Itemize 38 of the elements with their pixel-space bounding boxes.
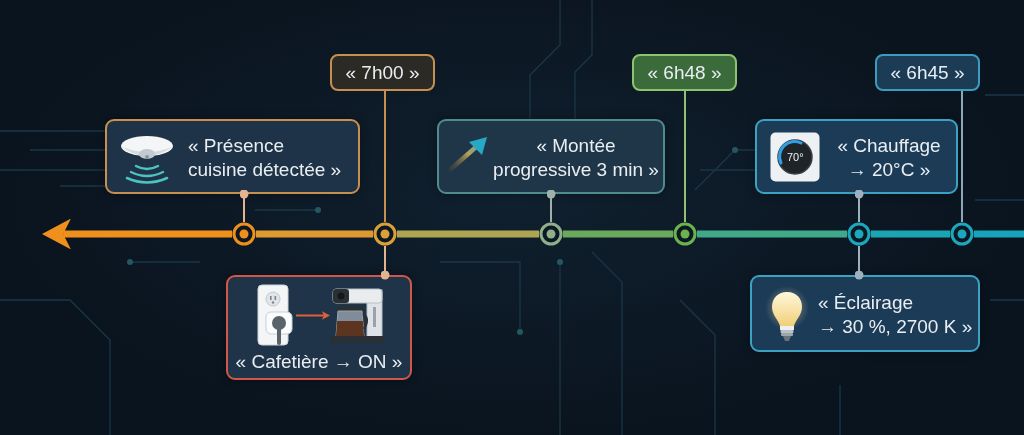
event-text: « Cafetière → ON » [234, 350, 404, 374]
event-text: « Chauffage → 20°C » [836, 134, 942, 182]
time-tag: « 6h48 » [632, 54, 737, 91]
timeline-line [697, 230, 847, 238]
timeline-marker [373, 222, 397, 246]
timeline-line [563, 230, 673, 238]
event-text: « Éclairage → 30 %, 2700 K » [818, 291, 974, 339]
leader-line [546, 189, 556, 223]
timeline-line [397, 230, 539, 238]
event-text: « Montée progressive 3 min » [492, 134, 660, 182]
event-text: « Présence cuisine détectée » [188, 134, 343, 182]
timeline-marker [232, 222, 256, 246]
leader-line [854, 189, 864, 223]
timeline-arrow [42, 218, 232, 250]
leader-line [380, 245, 390, 280]
timeline-marker [950, 222, 974, 246]
timeline-marker [673, 222, 697, 246]
leader-line [854, 245, 864, 280]
leader-line [961, 90, 963, 223]
event-card [226, 275, 412, 380]
leader-line [239, 189, 249, 223]
time-tag: « 7h00 » [330, 54, 435, 91]
time-tag: « 6h45 » [875, 54, 980, 91]
timeline-line [871, 230, 950, 238]
timeline-line [256, 230, 373, 238]
leader-line [384, 90, 386, 223]
arrow [295, 311, 330, 320]
timeline-marker [539, 222, 563, 246]
smart-plug-illustration [257, 284, 296, 346]
event-card [437, 119, 665, 194]
event-card [750, 275, 980, 352]
coffee-maker-illustration [330, 287, 385, 344]
event-card [105, 119, 360, 194]
timeline-marker [847, 222, 871, 246]
thermostat-reading: 70° [787, 151, 804, 164]
leader-line [684, 90, 686, 223]
timeline-line [974, 230, 1024, 238]
event-card [755, 119, 958, 194]
